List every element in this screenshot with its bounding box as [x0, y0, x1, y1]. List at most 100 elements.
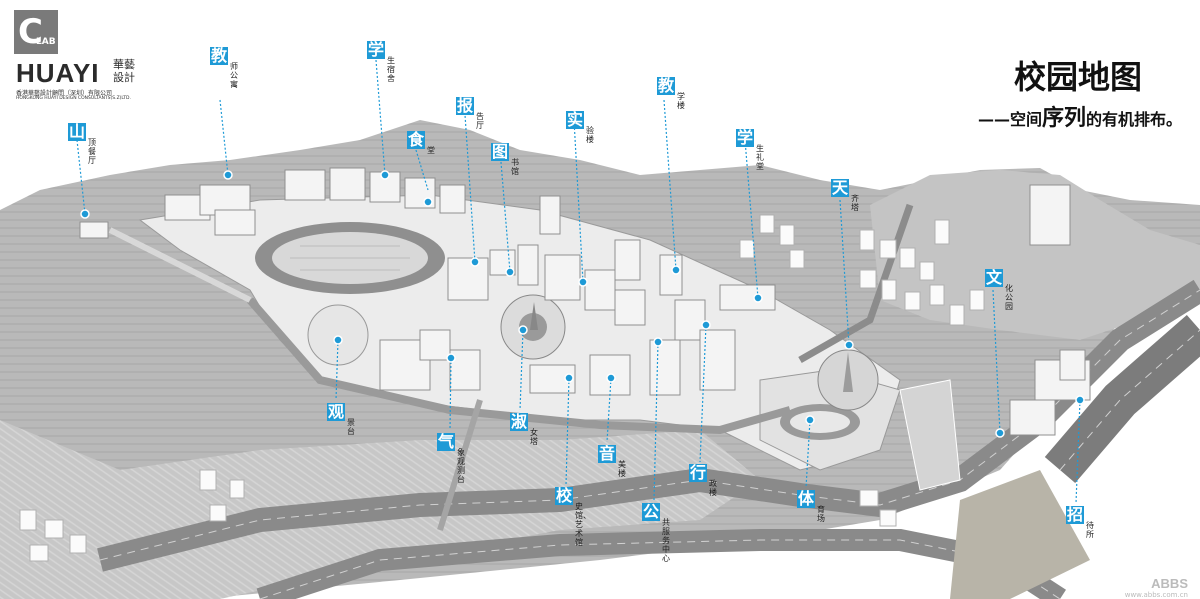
label-desc: 景台: [347, 418, 355, 436]
label-jiao1: 教师公寓: [210, 46, 238, 89]
logo-name: HUAYI: [16, 58, 100, 88]
marker-shi2: [578, 277, 588, 287]
subtitle-suffix: 的有机排布。: [1085, 110, 1182, 129]
label-shi2: 实验楼: [566, 110, 594, 144]
marker-jiao2: [671, 265, 681, 275]
label-bao: 报告厅: [456, 96, 484, 130]
subtitle-prefix: ——空间: [977, 110, 1042, 129]
label-shan: 山顶餐厅: [68, 122, 96, 165]
label-desc: 女塔: [530, 428, 538, 446]
label-desc: 告厅: [476, 112, 484, 130]
label-char: 淑: [510, 412, 529, 431]
label-char: 山: [68, 122, 87, 141]
marker-xing: [701, 320, 711, 330]
label-ti: 体育场: [797, 489, 825, 523]
marker-shi1: [423, 197, 433, 207]
marker-zhao: [1075, 395, 1085, 405]
label-desc: 待所: [1086, 521, 1094, 539]
marker-bao: [470, 257, 480, 267]
marker-xue1: [380, 170, 390, 180]
label-char: 观: [327, 402, 346, 421]
marker-wen: [995, 428, 1005, 438]
hill-path: [108, 227, 252, 303]
label-char: 体: [797, 489, 816, 508]
label-char: 行: [689, 463, 708, 482]
logo-letter: C: [18, 12, 43, 52]
label-desc: 生宿舍: [387, 56, 395, 83]
label-char: 报: [456, 96, 475, 115]
label-char: 教: [210, 46, 229, 65]
marker-yin: [606, 373, 616, 383]
label-desc: 齐塔: [851, 194, 859, 212]
bridge-right: [798, 203, 914, 364]
label-char: 文: [985, 268, 1004, 287]
terrain-right-hill: [870, 170, 1200, 340]
label-xing: 行政楼: [689, 463, 717, 497]
label-char: 音: [598, 444, 617, 463]
marker-tu: [505, 267, 515, 277]
marker-ti: [805, 415, 815, 425]
tianqi-tower: [843, 352, 853, 392]
label-tian: 天齐塔: [831, 178, 859, 212]
label-char: 校: [555, 486, 574, 505]
marker-jiao1: [223, 170, 233, 180]
watermark: ABBS: [1151, 576, 1188, 591]
label-desc: 顶餐厅: [88, 138, 96, 165]
label-char: 天: [831, 178, 850, 197]
marker-shan: [80, 209, 90, 219]
marker-tian: [844, 340, 854, 350]
label-yin: 音美楼: [598, 444, 626, 478]
label-qi: 气象观测台: [437, 432, 465, 484]
marker-xiao: [564, 373, 574, 383]
label-desc: 学楼: [677, 92, 685, 110]
village-buildings: [19, 214, 985, 562]
label-desc: 生礼堂: [756, 144, 764, 171]
label-xue2: 学生礼堂: [736, 128, 764, 171]
label-desc: 师公寓: [230, 62, 238, 89]
label-char: 公: [642, 502, 661, 521]
label-desc: 共服务中心: [662, 518, 670, 563]
label-shi1: 食堂: [407, 130, 435, 155]
label-desc: 化公园: [1005, 284, 1013, 311]
label-shu: 淑女塔: [510, 412, 538, 446]
label-desc: 象观测台: [457, 448, 465, 484]
footbridge: [437, 399, 483, 531]
label-desc: 堂: [427, 146, 435, 155]
logo-lab: LAB: [36, 37, 56, 47]
intersection: [950, 470, 1090, 599]
canopy: [899, 379, 961, 491]
campus-buildings: [79, 167, 1091, 436]
logo-mark: C LAB: [14, 10, 58, 54]
label-gong: 公共服务中心: [642, 502, 670, 563]
page-subtitle: ——空间序列的有机排布。: [978, 100, 1182, 132]
label-desc: 育场: [817, 505, 825, 523]
label-xiao: 校史馆、艺术馆: [555, 486, 591, 547]
logo-name-cn: 華藝設計: [113, 58, 135, 84]
label-tu: 图书馆: [491, 142, 519, 176]
shunv-tower: [530, 302, 538, 330]
label-char: 教: [657, 76, 676, 95]
label-xue1: 学生宿舍: [367, 40, 395, 83]
label-char: 气: [437, 432, 456, 451]
label-desc: 美楼: [618, 460, 626, 478]
label-guan: 观景台: [327, 402, 355, 436]
subtitle-emphasis: 序列: [1041, 106, 1086, 131]
marker-qi: [446, 353, 456, 363]
marker-shu: [518, 325, 528, 335]
label-char: 学: [736, 128, 755, 147]
label-jiao2: 教学楼: [657, 76, 685, 110]
marker-guan: [333, 335, 343, 345]
logo-company-en: HONGKONG HUAYI DESIGN CONSULTANTS(S.Z)LT…: [16, 96, 131, 101]
logo-company-cn: 香港華藝設計顧問（深圳）有限公司: [16, 90, 113, 97]
label-char: 图: [491, 142, 510, 161]
label-char: 招: [1066, 505, 1085, 524]
label-wen: 文化公园: [985, 268, 1013, 311]
label-char: 实: [566, 110, 585, 129]
label-desc: 验楼: [586, 126, 594, 144]
label-zhao: 招待所: [1066, 505, 1094, 539]
label-char: 食: [407, 130, 426, 149]
label-desc: 书馆: [511, 158, 519, 176]
watermark-url: www.abbs.com.cn: [1124, 591, 1188, 599]
label-desc: 史馆、艺术馆: [575, 502, 591, 547]
label-char: 学: [367, 40, 386, 59]
